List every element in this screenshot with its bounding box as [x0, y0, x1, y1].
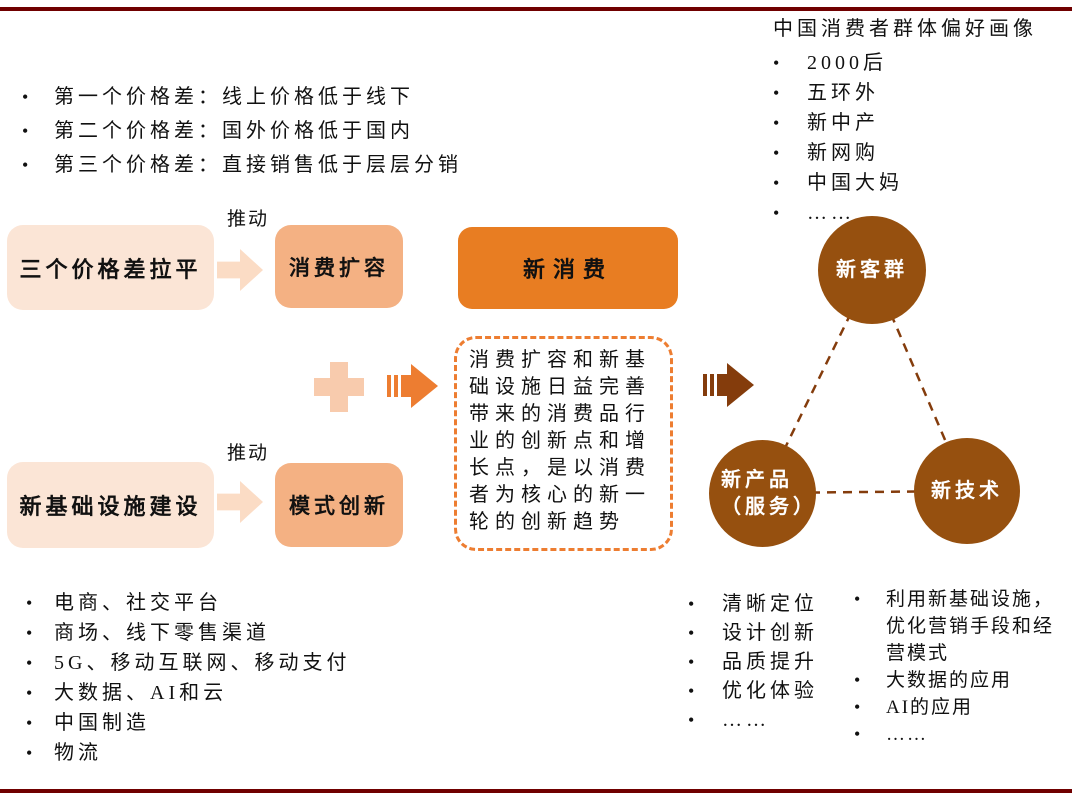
bullet-icon: • — [688, 710, 695, 730]
bullet-icon: • — [854, 589, 861, 609]
list-item: • 物流 — [26, 738, 350, 768]
list-item: • AI的应用 — [854, 694, 1054, 721]
list-item-text: …… — [886, 724, 928, 745]
list-item-text: 新网购 — [807, 142, 879, 164]
list-item: • 第二个价格差：国外价格低于国内 — [22, 114, 462, 148]
top-divider — [0, 7, 1072, 11]
bullet-icon: • — [26, 623, 33, 643]
list-item-text: 第一个价格差：线上价格低于线下 — [54, 86, 414, 108]
right-arrow-icon — [217, 249, 263, 291]
list-item-text: 商场、线下零售渠道 — [54, 622, 270, 644]
list-item-text: 中国制造 — [54, 712, 150, 734]
list-item-text: 新中产 — [807, 112, 879, 134]
list-item-text: 优化体验 — [722, 680, 818, 702]
list-item-text: 第二个价格差：国外价格低于国内 — [54, 120, 414, 142]
bullet-icon: • — [26, 743, 33, 763]
list-item: • 清晰定位 — [688, 590, 818, 619]
list-item: • …… — [854, 721, 1054, 748]
list-item-text: 五环外 — [807, 82, 879, 104]
bullet-icon: • — [26, 653, 33, 673]
list-item-text: 利用新基础设施，优化营销手段和经营模式 — [886, 589, 1055, 664]
list-item: • 利用新基础设施，优化营销手段和经营模式 — [854, 586, 1054, 667]
technology-application-list: • 利用新基础设施，优化营销手段和经营模式 • 大数据的应用 • AI的应用 • …… — [854, 586, 1054, 748]
list-item-text: 物流 — [54, 742, 102, 764]
bullet-icon: • — [773, 53, 780, 73]
list-item: • 2000后 — [773, 48, 1063, 78]
bullet-icon: • — [26, 683, 33, 703]
bullet-icon: • — [688, 623, 695, 643]
bullet-icon: • — [688, 594, 695, 614]
list-item: • 新网购 — [773, 138, 1063, 168]
list-item: • 电商、社交平台 — [26, 588, 350, 618]
infrastructure-list: • 电商、社交平台 • 商场、线下零售渠道 • 5G、移动互联网、移动支付 • 大数据、… — [26, 588, 350, 768]
list-item: • …… — [773, 198, 1063, 228]
striped-right-arrow-icon — [703, 363, 754, 407]
plus-icon — [314, 362, 364, 412]
list-item-text: 品质提升 — [722, 651, 818, 673]
list-item: • 大数据的应用 — [854, 667, 1054, 694]
list-item-text: 大数据、AI和云 — [54, 682, 228, 704]
list-item: • 设计创新 — [688, 619, 818, 648]
list-item: • 商场、线下零售渠道 — [26, 618, 350, 648]
product-improvement-list: • 清晰定位 • 设计创新 • 品质提升 • 优化体验 • …… — [688, 590, 818, 735]
list-item-text: 大数据的应用 — [886, 670, 1013, 691]
list-item: • 五环外 — [773, 78, 1063, 108]
bullet-icon: • — [22, 155, 29, 175]
box-model-innovation: 模式创新 — [275, 463, 403, 547]
price-gap-list: • 第一个价格差：线上价格低于线下 • 第二个价格差：国外价格低于国内 • 第三个价格… — [22, 80, 462, 182]
list-item: • 大数据、AI和云 — [26, 678, 350, 708]
right-arrow-icon — [217, 481, 263, 523]
list-item: • 第一个价格差：线上价格低于线下 — [22, 80, 462, 114]
list-item-text: …… — [807, 202, 855, 224]
bullet-icon: • — [773, 173, 780, 193]
bullet-icon: • — [854, 697, 861, 717]
consumer-profile-title: 中国消费者群体偏好画像 — [773, 18, 1037, 40]
bullet-icon: • — [26, 713, 33, 733]
push-label-1: 推动 — [227, 209, 270, 230]
consumer-profile-block: 中国消费者群体偏好画像 • 2000后 • 五环外 • 新中产 • 新网购 • 中国大妈 … — [773, 16, 1063, 228]
list-item: • 中国大妈 — [773, 168, 1063, 198]
box-new-infrastructure: 新基础设施建设 — [7, 462, 214, 548]
innovation-note-box: 消费扩容和新基础设施日益完善带来的消费品行业的创新点和增长点，是以消费者为核心的… — [454, 336, 673, 551]
list-item: • …… — [688, 706, 818, 735]
circle-new-customers: 新客群 — [818, 216, 926, 324]
bullet-icon: • — [22, 121, 29, 141]
bullet-icon: • — [854, 670, 861, 690]
list-item: • 新中产 — [773, 108, 1063, 138]
list-item: • 品质提升 — [688, 648, 818, 677]
striped-right-arrow-icon — [387, 364, 438, 408]
list-item-text: 电商、社交平台 — [54, 592, 222, 614]
list-item-text: 清晰定位 — [722, 593, 818, 615]
bullet-icon: • — [854, 724, 861, 744]
bullet-icon: • — [22, 87, 29, 107]
bullet-icon: • — [688, 652, 695, 672]
box-consumption-expansion: 消费扩容 — [275, 225, 403, 308]
list-item-text: 设计创新 — [722, 622, 818, 644]
list-item: • 5G、移动互联网、移动支付 — [26, 648, 350, 678]
box-new-consumption: 新消费 — [458, 227, 678, 309]
box-three-price-gaps: 三个价格差拉平 — [7, 225, 214, 310]
consumer-profile-list: • 2000后 • 五环外 • 新中产 • 新网购 • 中国大妈 • …… — [773, 48, 1063, 228]
list-item: • 中国制造 — [26, 708, 350, 738]
list-item-text: …… — [722, 709, 770, 731]
circle-new-products: 新产品 （服务） — [709, 440, 816, 547]
list-item: • 第三个价格差：直接销售低于层层分销 — [22, 148, 462, 182]
list-item-text: 2000后 — [807, 52, 887, 74]
circle-new-technology: 新技术 — [914, 438, 1020, 544]
list-item-text: 5G、移动互联网、移动支付 — [54, 652, 351, 674]
push-label-2: 推动 — [227, 443, 270, 464]
bullet-icon: • — [773, 83, 780, 103]
circle-label-line: 新产品 — [721, 468, 793, 491]
list-item-text: 第三个价格差：直接销售低于层层分销 — [54, 154, 462, 176]
bullet-icon: • — [688, 681, 695, 701]
list-item: • 优化体验 — [688, 677, 818, 706]
bullet-icon: • — [773, 113, 780, 133]
list-item-text: AI的应用 — [886, 697, 974, 718]
circle-label-line: （服务） — [721, 495, 817, 518]
bottom-divider — [0, 789, 1072, 793]
list-item-text: 中国大妈 — [807, 172, 903, 194]
bullet-icon: • — [773, 203, 780, 223]
bullet-icon: • — [773, 143, 780, 163]
bullet-icon: • — [26, 593, 33, 613]
